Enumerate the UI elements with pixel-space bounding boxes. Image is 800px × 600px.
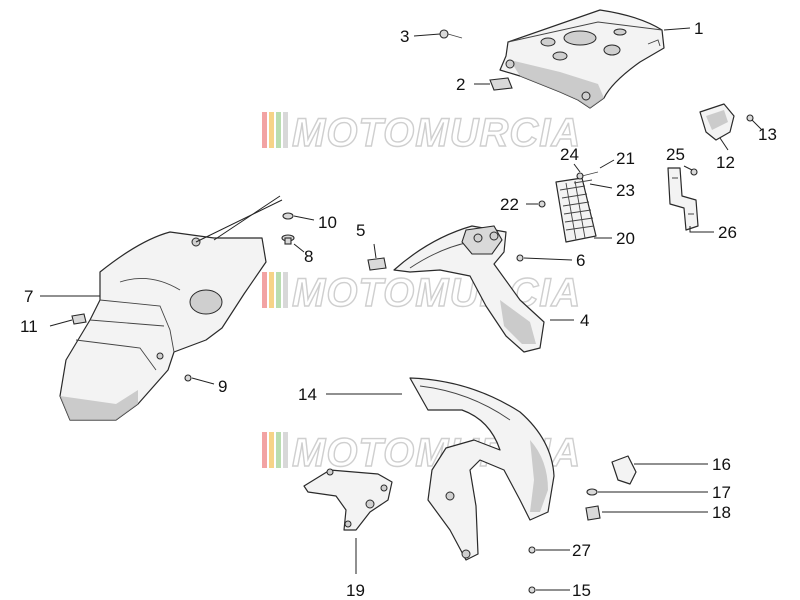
callout-25: 25	[666, 145, 685, 164]
callout-8: 8	[304, 247, 313, 266]
watermark-stripe-red	[262, 272, 267, 308]
part-clip-5	[367, 257, 387, 271]
part-screw-3	[439, 29, 463, 39]
watermark-stripe-red	[262, 432, 267, 468]
part-screw-27	[528, 546, 536, 554]
callout-14: 14	[298, 385, 317, 404]
callout-10: 10	[318, 213, 337, 232]
leader-24	[573, 163, 581, 173]
leader-3	[413, 33, 441, 37]
part-screw-21	[581, 171, 599, 177]
callout-20: 20	[616, 229, 635, 248]
part-washer-10	[282, 212, 294, 220]
part-light-housing	[699, 103, 735, 141]
leader-9	[191, 377, 215, 385]
callout-17: 17	[712, 483, 731, 502]
watermark-text: MOTOMURCIA	[292, 111, 581, 155]
callout-26: 26	[718, 223, 737, 242]
callout-1: 1	[694, 19, 703, 38]
watermark-middle: MOTOMURCIA	[262, 270, 581, 316]
watermark-stripe-grey	[283, 272, 288, 308]
part-screw-13	[746, 114, 754, 122]
part-rear-cover	[499, 9, 665, 109]
part-clip-2	[489, 77, 513, 91]
leader-13	[751, 119, 763, 131]
leader-6	[523, 257, 573, 261]
watermark-stripe-grey	[283, 112, 288, 148]
leader-25	[683, 165, 693, 171]
part-under-tray	[59, 231, 267, 421]
leader-26	[689, 226, 714, 233]
part-reflector-16	[611, 455, 637, 485]
part-screw-25	[690, 168, 698, 176]
part-screw-9	[184, 374, 192, 382]
callout-27: 27	[572, 541, 591, 560]
watermark-stripe-green	[276, 432, 281, 468]
watermark-stripe-red	[262, 112, 267, 148]
part-nut-22	[538, 200, 546, 208]
part-screw-6	[516, 254, 524, 262]
watermark-top: MOTOMURCIA	[262, 110, 581, 156]
leader-10	[293, 215, 315, 221]
leader-11	[49, 319, 73, 327]
watermark-stripe-yellow	[269, 272, 274, 308]
leader-1	[663, 27, 691, 31]
leader-23	[589, 183, 613, 189]
watermark-text: MOTOMURCIA	[292, 271, 581, 315]
watermark-stripe-grey	[283, 432, 288, 468]
callout-6: 6	[576, 251, 585, 270]
part-clip-18	[585, 505, 601, 521]
callout-3: 3	[400, 27, 409, 46]
part-screw-23	[573, 179, 593, 184]
part-front-mudguard	[409, 377, 555, 561]
part-clip-11	[71, 313, 87, 325]
callout-9: 9	[218, 377, 227, 396]
part-nut-17	[586, 488, 598, 496]
watermark-stripe-green	[276, 272, 281, 308]
leader-12	[719, 137, 729, 151]
watermark-stripe-yellow	[269, 432, 274, 468]
part-rear-mudguard	[393, 225, 545, 353]
callout-numbers: 1 2 3 4 5 6 7 8 9 10 11 12 13 14 15 16 1…	[20, 19, 777, 600]
watermark-stripe-green	[276, 112, 281, 148]
part-screw-15	[528, 586, 536, 594]
leader-5	[373, 243, 377, 259]
leader-21	[599, 159, 615, 169]
watermark-stripe-yellow	[269, 112, 274, 148]
callout-18: 18	[712, 503, 731, 522]
callout-21: 21	[616, 149, 635, 168]
callout-7: 7	[24, 287, 33, 306]
callout-24: 24	[560, 145, 579, 164]
leader-8	[293, 243, 305, 253]
leader-7b	[195, 199, 283, 243]
part-grille	[555, 177, 597, 243]
callout-12: 12	[716, 153, 735, 172]
leader-lines	[40, 27, 763, 591]
callout-5: 5	[356, 221, 365, 240]
callout-4: 4	[580, 311, 589, 330]
leader-8b	[213, 195, 281, 241]
callout-19: 19	[346, 581, 365, 600]
callout-13: 13	[758, 125, 777, 144]
part-bracket	[667, 167, 699, 231]
callout-2: 2	[456, 75, 465, 94]
part-grommet-8	[281, 234, 295, 245]
callout-11: 11	[20, 317, 38, 336]
callout-16: 16	[712, 455, 731, 474]
callout-23: 23	[616, 181, 635, 200]
callout-22: 22	[500, 195, 519, 214]
callout-15: 15	[572, 581, 591, 600]
part-fork-bracket	[303, 468, 393, 531]
